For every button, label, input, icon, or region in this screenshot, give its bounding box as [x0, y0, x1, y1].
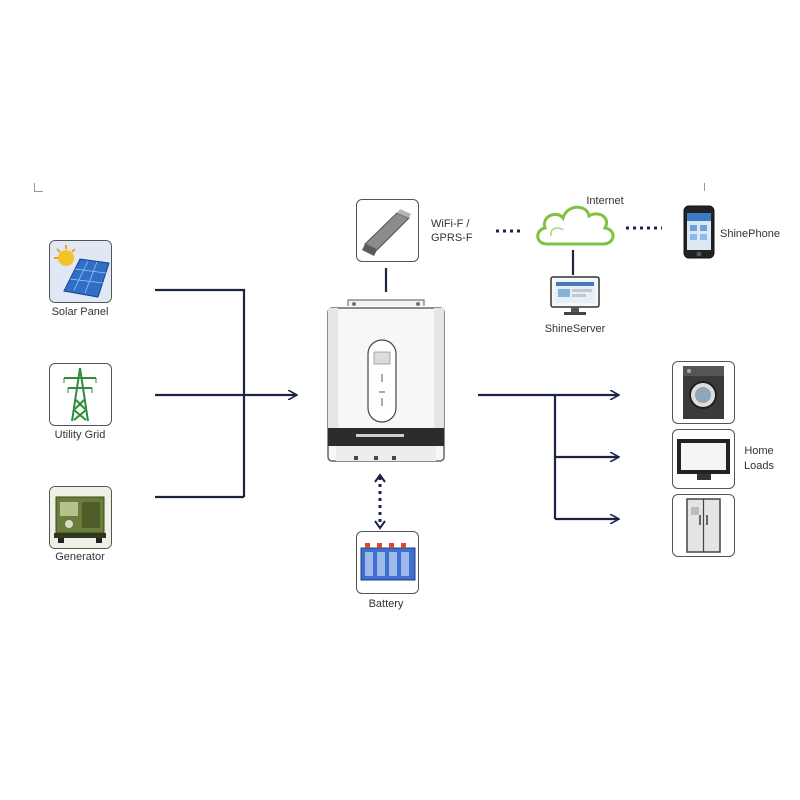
wifi-dongle-icon	[362, 209, 411, 256]
home-loads-line2: Loads	[744, 460, 774, 472]
monitor-icon	[550, 276, 600, 315]
wifi-label-line2: GPRS-F	[431, 232, 473, 244]
internet-label: Internet	[586, 195, 624, 207]
generator-box	[49, 486, 112, 549]
inverter-icon	[327, 299, 445, 462]
solar-panel-box	[49, 240, 112, 303]
corner-mark-right	[704, 183, 713, 191]
fridge-icon	[686, 498, 721, 553]
washing-machine-box	[672, 361, 735, 424]
phone-icon	[683, 205, 715, 259]
fridge-box	[672, 494, 735, 557]
battery-label: Battery	[368, 598, 404, 610]
utility-grid-label: Utility Grid	[54, 429, 106, 441]
solar-panel-label: Solar Panel	[51, 306, 109, 318]
generator-label: Generator	[55, 551, 105, 563]
washing-machine-icon	[683, 366, 724, 419]
wifi-dongle-box	[356, 199, 419, 262]
cloud-icon	[536, 205, 615, 246]
home-loads-line1: Home	[744, 445, 774, 457]
solar-line	[155, 288, 246, 497]
home-loads-label: Home Loads	[740, 444, 778, 474]
battery-icon	[360, 543, 416, 581]
shine-server-label: ShineServer	[544, 323, 606, 335]
generator-icon	[50, 487, 111, 548]
pylon-icon	[63, 367, 97, 422]
corner-mark-left	[34, 183, 43, 192]
solar-panel-icon	[50, 241, 111, 302]
shine-phone-label: ShinePhone	[720, 228, 780, 240]
tv-icon	[677, 439, 730, 480]
wifi-label-line1: WiFi-F /	[431, 218, 470, 230]
wifi-label: WiFi-F / GPRS-F	[431, 217, 473, 245]
utility-grid-box	[49, 363, 112, 426]
tv-box	[672, 429, 735, 489]
battery-box	[356, 531, 419, 594]
